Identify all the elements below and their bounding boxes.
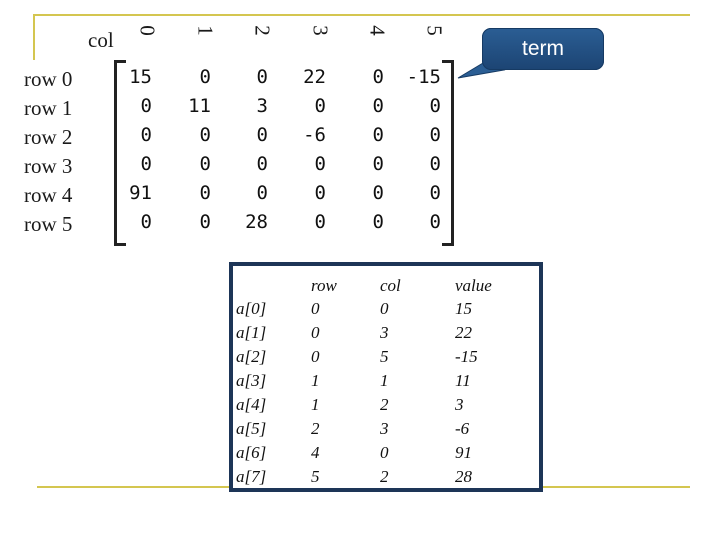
term-table-cell: 3 [455, 395, 464, 414]
term-table-header: value [455, 276, 492, 295]
term-table-cell: 15 [455, 299, 472, 318]
term-table-header: row [311, 276, 337, 295]
matrix-cell: 28 [245, 211, 268, 233]
matrix-cell: -6 [303, 124, 326, 146]
term-table-cell: a[4] [236, 395, 267, 414]
matrix-cell: 0 [140, 153, 152, 175]
matrix-left-bracket [114, 60, 126, 246]
row-label: row 4 [24, 183, 73, 207]
matrix-cell: 0 [372, 124, 384, 146]
term-table-cell: 3 [380, 419, 389, 438]
term-table-cell: 0 [311, 347, 320, 366]
column-index: 4 [365, 25, 390, 36]
matrix-cell: 0 [140, 124, 152, 146]
column-index: 5 [422, 25, 447, 36]
term-table-cell: 5 [380, 347, 389, 366]
matrix-cell: 0 [372, 153, 384, 175]
matrix-cell: 3 [256, 95, 268, 117]
term-table-cell: 1 [311, 371, 320, 390]
term-callout: term [482, 28, 604, 70]
matrix-cell: 0 [314, 182, 326, 204]
matrix-cell: 0 [256, 124, 268, 146]
term-table-cell: 4 [311, 443, 320, 462]
term-table-cell: 2 [380, 467, 389, 486]
matrix-cell: 0 [140, 95, 152, 117]
matrix-cell: 0 [256, 182, 268, 204]
matrix-cell: 0 [314, 95, 326, 117]
matrix-right-bracket [442, 60, 454, 246]
term-table-header: col [380, 276, 401, 295]
column-index: 2 [250, 25, 275, 36]
matrix-cell: 0 [256, 153, 268, 175]
term-table-cell: a[6] [236, 443, 267, 462]
matrix-cell: -15 [406, 66, 441, 88]
matrix-cell: 0 [429, 124, 441, 146]
matrix-cell: 0 [429, 211, 441, 233]
row-label: row 1 [24, 96, 73, 120]
matrix-cell: 0 [199, 211, 211, 233]
matrix-cell: 0 [199, 153, 211, 175]
matrix-cell: 0 [429, 182, 441, 204]
matrix-cell: 15 [129, 66, 152, 88]
matrix-cell: 0 [314, 211, 326, 233]
term-table-cell: 0 [380, 299, 389, 318]
term-table-cell: 2 [380, 395, 389, 414]
term-table-cell: 0 [311, 323, 320, 342]
matrix-cell: 11 [188, 95, 211, 117]
matrix-cell: 0 [429, 95, 441, 117]
matrix-cell: 0 [199, 124, 211, 146]
matrix-cell: 0 [372, 182, 384, 204]
term-table-cell: -6 [455, 419, 470, 438]
term-table-cell: 22 [455, 323, 472, 342]
decor-top-line [33, 14, 690, 16]
decor-vertical-line [33, 14, 35, 60]
col-caption: col [88, 28, 114, 52]
term-table-cell: 3 [380, 323, 389, 342]
matrix-cell: 0 [199, 66, 211, 88]
term-table-cell: 11 [455, 371, 471, 390]
row-label: row 3 [24, 154, 73, 178]
term-table-cell: 5 [311, 467, 320, 486]
term-table-cell: 28 [455, 467, 472, 486]
matrix-cell: 0 [256, 66, 268, 88]
term-table-cell: 1 [380, 371, 389, 390]
row-label: row 2 [24, 125, 73, 149]
term-table-cell: a[7] [236, 467, 267, 486]
term-table-cell: 1 [311, 395, 320, 414]
term-table-cell: a[2] [236, 347, 267, 366]
row-label: row 0 [24, 67, 73, 91]
term-table-cell: 0 [311, 299, 320, 318]
matrix-cell: 0 [372, 211, 384, 233]
term-table-cell: -15 [455, 347, 478, 366]
column-index: 3 [308, 25, 333, 36]
matrix-cell: 0 [429, 153, 441, 175]
term-table-cell: a[1] [236, 323, 267, 342]
term-table-cell: 91 [455, 443, 472, 462]
term-table-cell: 2 [311, 419, 320, 438]
matrix-cell: 0 [314, 153, 326, 175]
matrix-cell: 0 [199, 182, 211, 204]
term-table-cell: a[0] [236, 299, 267, 318]
matrix-cell: 0 [372, 95, 384, 117]
matrix-cell: 91 [129, 182, 152, 204]
term-table-cell: a[5] [236, 419, 267, 438]
row-label: row 5 [24, 212, 73, 236]
matrix-cell: 0 [372, 66, 384, 88]
term-table-cell: 0 [380, 443, 389, 462]
matrix-cell: 22 [303, 66, 326, 88]
term-table-cell: a[3] [236, 371, 267, 390]
matrix-cell: 0 [140, 211, 152, 233]
column-index: 1 [193, 25, 218, 36]
column-index: 0 [135, 25, 160, 36]
